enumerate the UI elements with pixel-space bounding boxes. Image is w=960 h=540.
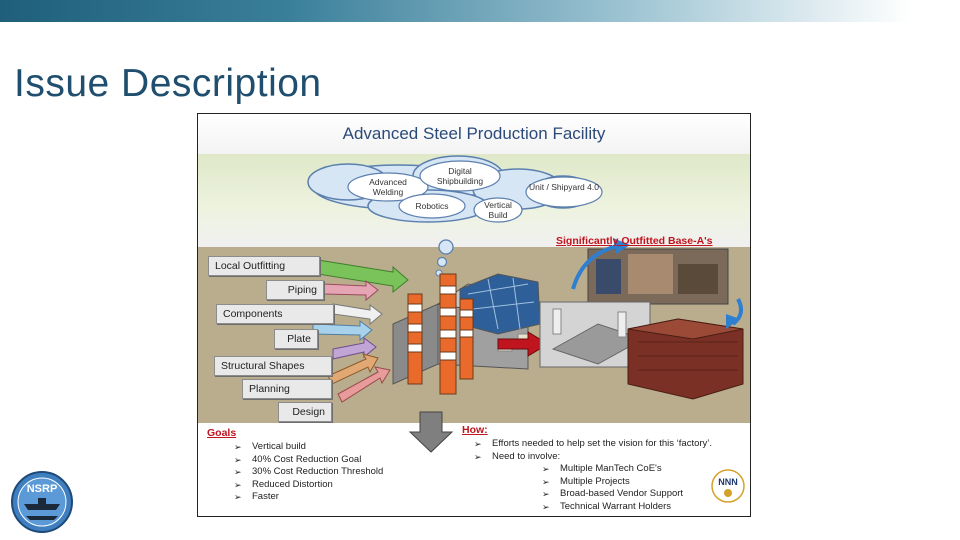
cloud-label-vertical-build: Vertical Build xyxy=(484,200,512,220)
goal-item: ➢40% Cost Reduction Goal xyxy=(234,453,362,465)
bullet-arrow-icon: ➢ xyxy=(542,501,550,512)
how-subitem: ➢Broad-based Vendor Support xyxy=(542,488,684,500)
how-subitem: ➢Technical Warrant Holders xyxy=(542,500,672,512)
goal-item: ➢Vertical build xyxy=(234,441,306,452)
bottom-area xyxy=(198,423,750,516)
figure-panel: Advanced Steel Production Facility xyxy=(197,113,751,517)
bullet-arrow-icon: ➢ xyxy=(234,442,242,452)
how-item: ➢Need to involve: xyxy=(474,450,561,462)
svg-text:NNN: NNN xyxy=(718,477,738,487)
how-list: ➢Efforts needed to help set the vision f… xyxy=(474,438,712,463)
cloud-label-digital-shipbuilding: Digital Shipbuilding xyxy=(436,166,484,186)
input-structural-shapes: Structural Shapes xyxy=(214,356,332,376)
slide-title: Issue Description xyxy=(14,62,322,105)
input-arrows xyxy=(312,259,409,403)
bullet-arrow-icon: ➢ xyxy=(234,467,242,478)
cloud-label-robotics: Robotics xyxy=(415,201,449,211)
bullet-arrow-icon: ➢ xyxy=(234,454,242,465)
bullet-arrow-icon: ➢ xyxy=(542,489,550,500)
cloud-advanced-welding xyxy=(347,172,429,202)
cloud-vertical-build xyxy=(473,197,523,223)
input-local-outfitting: Local Outfitting xyxy=(208,256,320,276)
navy-logo-icon: NNN xyxy=(711,469,745,503)
input-components: Components xyxy=(216,304,334,324)
cloud-label-advanced-welding: Advanced Welding xyxy=(369,177,407,197)
bullet-arrow-icon: ➢ xyxy=(542,476,550,487)
factory-illustration xyxy=(307,155,744,453)
goal-item: ➢30% Cost Reduction Threshold xyxy=(234,466,384,478)
input-planning: Planning xyxy=(242,379,332,399)
bullet-arrow-icon: ➢ xyxy=(234,492,242,503)
goal-item: ➢Reduced Distortion xyxy=(234,478,333,490)
how-item: ➢Efforts needed to help set the vision f… xyxy=(474,438,713,449)
bullet-arrow-icon: ➢ xyxy=(474,451,482,462)
nsrp-logo-icon: NSRP xyxy=(11,471,73,533)
cloud-shipyard xyxy=(525,176,603,208)
how-subitem: ➢Multiple Projects xyxy=(542,475,630,487)
bullet-arrow-icon: ➢ xyxy=(234,479,242,490)
input-plate: Plate xyxy=(274,329,318,349)
goal-item: ➢Faster xyxy=(234,491,279,503)
cloud-digital-shipbuilding xyxy=(419,160,501,192)
curve-arrow-top xyxy=(571,244,619,290)
outfitted-label: Significantly Outfitted Base-A's xyxy=(556,235,713,247)
cloud-label-shipyard: Unit / Shipyard 4.0 xyxy=(529,182,599,192)
input-design: Design xyxy=(278,402,332,422)
how-subitem: ➢Multiple ManTech CoE's xyxy=(542,463,662,474)
input-piping: Piping xyxy=(266,280,324,300)
goals-heading: Goals xyxy=(207,427,237,439)
down-arrow xyxy=(408,411,454,453)
smokestacks xyxy=(407,273,474,395)
how-heading: How: xyxy=(462,424,488,436)
figure-header: Advanced Steel Production Facility xyxy=(198,114,750,154)
cloud-robotics xyxy=(398,193,466,219)
how-sublist: ➢Multiple ManTech CoE's ➢Multiple Projec… xyxy=(542,463,683,513)
goals-list: ➢Vertical build ➢40% Cost Reduction Goal… xyxy=(234,441,383,504)
bullet-arrow-icon: ➢ xyxy=(542,464,550,474)
output-arrow xyxy=(497,331,549,357)
svg-text:NSRP: NSRP xyxy=(27,483,58,495)
figure-title: Advanced Steel Production Facility xyxy=(342,124,606,143)
ship-block xyxy=(627,318,744,400)
bullet-arrow-icon: ➢ xyxy=(474,439,482,449)
top-gradient-bar xyxy=(0,0,960,22)
